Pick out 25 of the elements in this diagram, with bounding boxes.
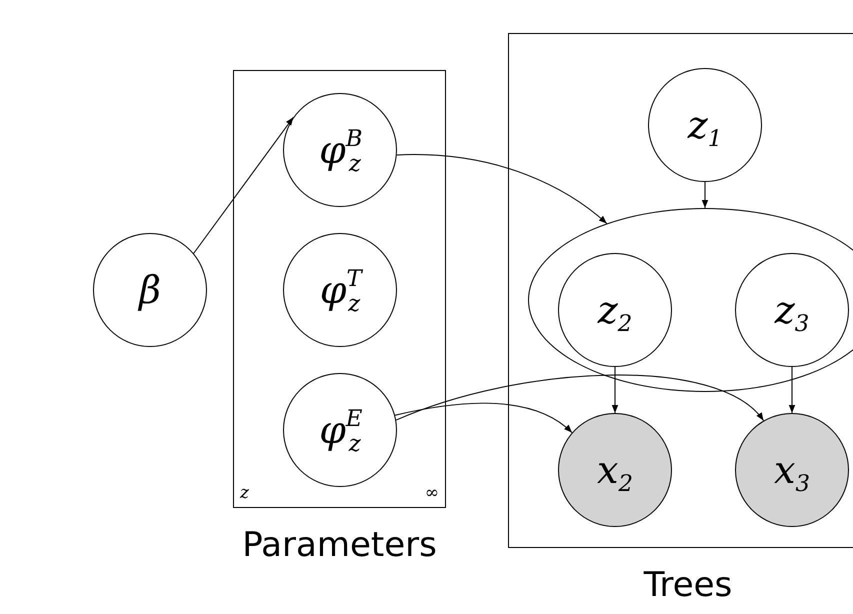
variable-circle (283, 93, 397, 207)
variable-label: x$_{2}$ (597, 448, 633, 492)
index-label: z (240, 483, 249, 503)
variable-label: z$_{2}$ (598, 288, 632, 332)
variable-circle (283, 233, 397, 347)
variable-circle (93, 233, 207, 347)
arrow (396, 374, 764, 422)
variable-circle (648, 68, 762, 182)
arrow (193, 116, 294, 254)
variable-circle (735, 253, 849, 367)
arrow (396, 154, 608, 224)
variable-circle (283, 373, 397, 487)
variable-label: z$_{3}$ (774, 288, 810, 332)
variable-label: z$_{1}$ (688, 103, 722, 147)
arrow (394, 402, 572, 434)
arrow (702, 182, 708, 208)
ellipse-outline (528, 208, 853, 392)
variable-circle (558, 253, 672, 367)
plate-label: Parameters (242, 525, 437, 565)
index-label: ∞ (424, 483, 439, 503)
variable-label: x$_{3}$ (774, 448, 810, 492)
variable-label: β (139, 268, 161, 312)
arrow (788, 366, 796, 414)
plate-label: Trees (644, 565, 732, 605)
arrow (612, 366, 618, 414)
